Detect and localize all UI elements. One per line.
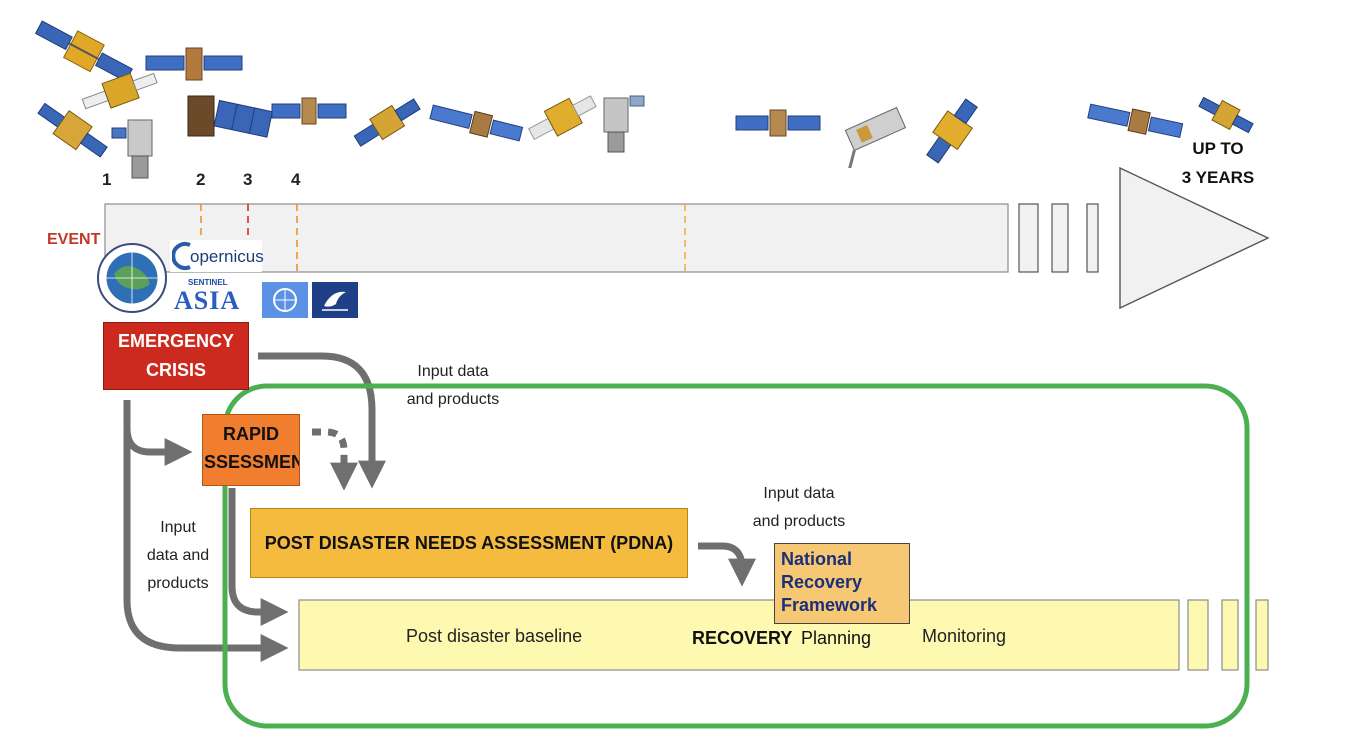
nrf-line3: Framework: [781, 595, 878, 615]
satellite-icon: [34, 20, 133, 83]
rapid-line2: ASSESSMENT: [203, 452, 299, 472]
arrow-emergency-to-recovery: [123, 430, 289, 662]
highlight-outline: [222, 383, 1250, 729]
input-data-label-left: Input data and products: [138, 514, 218, 598]
emergency-crisis-box: EMERGENCY CRISIS: [103, 322, 249, 390]
nrf-line1: National: [781, 549, 853, 569]
arrow-emergency-to-pdna: [258, 352, 386, 489]
satellite-icon: [111, 119, 153, 179]
sentinel-logo-text: SENTINEL: [188, 278, 228, 287]
satellite-icon: [1198, 96, 1254, 134]
arrow-pdna-to-nrf: [698, 542, 756, 587]
satellite-icon: [926, 98, 978, 164]
satellite-icon: [187, 95, 273, 138]
recovery-segment: [1255, 599, 1269, 671]
timeline-tick-1: 1: [102, 170, 112, 189]
arrow-rapid-to-recovery: [228, 488, 289, 626]
sentinel-asia-logo: SENTINEL ASIA: [170, 278, 246, 320]
dove-emblem-logo: [312, 282, 358, 318]
timeline-segment: [1086, 203, 1099, 273]
satellite-icon: [81, 72, 158, 110]
satellite-icon: [145, 47, 243, 81]
recovery-bar: [298, 599, 1180, 671]
input-top-line1: Input data: [417, 363, 489, 380]
input-left-line1: Input: [160, 519, 196, 536]
timeline-end-line1: UP TO: [1192, 139, 1244, 158]
timeline-arrowhead: [1119, 166, 1270, 310]
emergency-line1: EMERGENCY: [117, 331, 234, 351]
satellite-icon: [1087, 103, 1184, 139]
copernicus-c-icon: [172, 242, 191, 270]
satellite-icon: [603, 95, 645, 153]
timeline-end-label: UP TO 3 YEARS: [1160, 134, 1276, 192]
globe-seal-logo: [97, 243, 167, 313]
copernicus-logo: opernicus: [170, 240, 264, 272]
national-recovery-framework-box: National Recovery Framework: [774, 543, 910, 624]
asia-logo-text: ASIA: [174, 286, 241, 315]
satellite-icon: [429, 104, 524, 142]
timeline-end-line2: 3 YEARS: [1181, 168, 1255, 187]
planning-label: Planning: [801, 628, 872, 648]
copernicus-logo-text: opernicus: [190, 247, 264, 266]
rapid-assessment-box: RAPID ASSESSMENT: [202, 414, 300, 486]
timeline-tick-2: 2: [196, 170, 206, 189]
arrow-rapid-to-pdna: [312, 428, 358, 491]
satellite-icon: [37, 102, 108, 158]
monitoring-label: Monitoring: [922, 626, 1007, 646]
rapid-line1: RAPID: [222, 424, 279, 444]
post-disaster-baseline-label: Post disaster baseline: [406, 626, 583, 646]
input-left-line2: data and: [146, 547, 210, 564]
un-logo: [262, 282, 308, 318]
recovery-segment: [1187, 599, 1209, 671]
input-data-label-mid: Input data and products: [744, 480, 854, 536]
satellite-icon: [735, 109, 821, 137]
satellite-icon: [528, 95, 597, 141]
recovery-label: RECOVERY: [692, 628, 793, 648]
recovery-segment: [1221, 599, 1239, 671]
input-mid-line1: Input data: [763, 485, 835, 502]
arrow-emergency-to-rapid: [123, 400, 193, 466]
input-top-line2: and products: [406, 391, 500, 408]
satellite-icon: [353, 98, 421, 147]
satellite-icon: [844, 106, 907, 168]
input-mid-line2: and products: [752, 513, 846, 530]
input-data-label-top: Input data and products: [398, 358, 508, 414]
timeline-segment: [1018, 203, 1039, 273]
timeline-tick-4: 4: [291, 170, 301, 189]
emergency-line2: CRISIS: [145, 360, 206, 380]
event-label: EVENT: [47, 231, 101, 248]
satellite-icon: [271, 97, 347, 125]
input-left-line3: products: [147, 575, 209, 592]
timeline-segment: [1051, 203, 1069, 273]
timeline-tick-3: 3: [243, 170, 253, 189]
nrf-line2: Recovery: [781, 572, 863, 592]
pdna-box: POST DISASTER NEEDS ASSESSMENT (PDNA): [250, 508, 688, 578]
